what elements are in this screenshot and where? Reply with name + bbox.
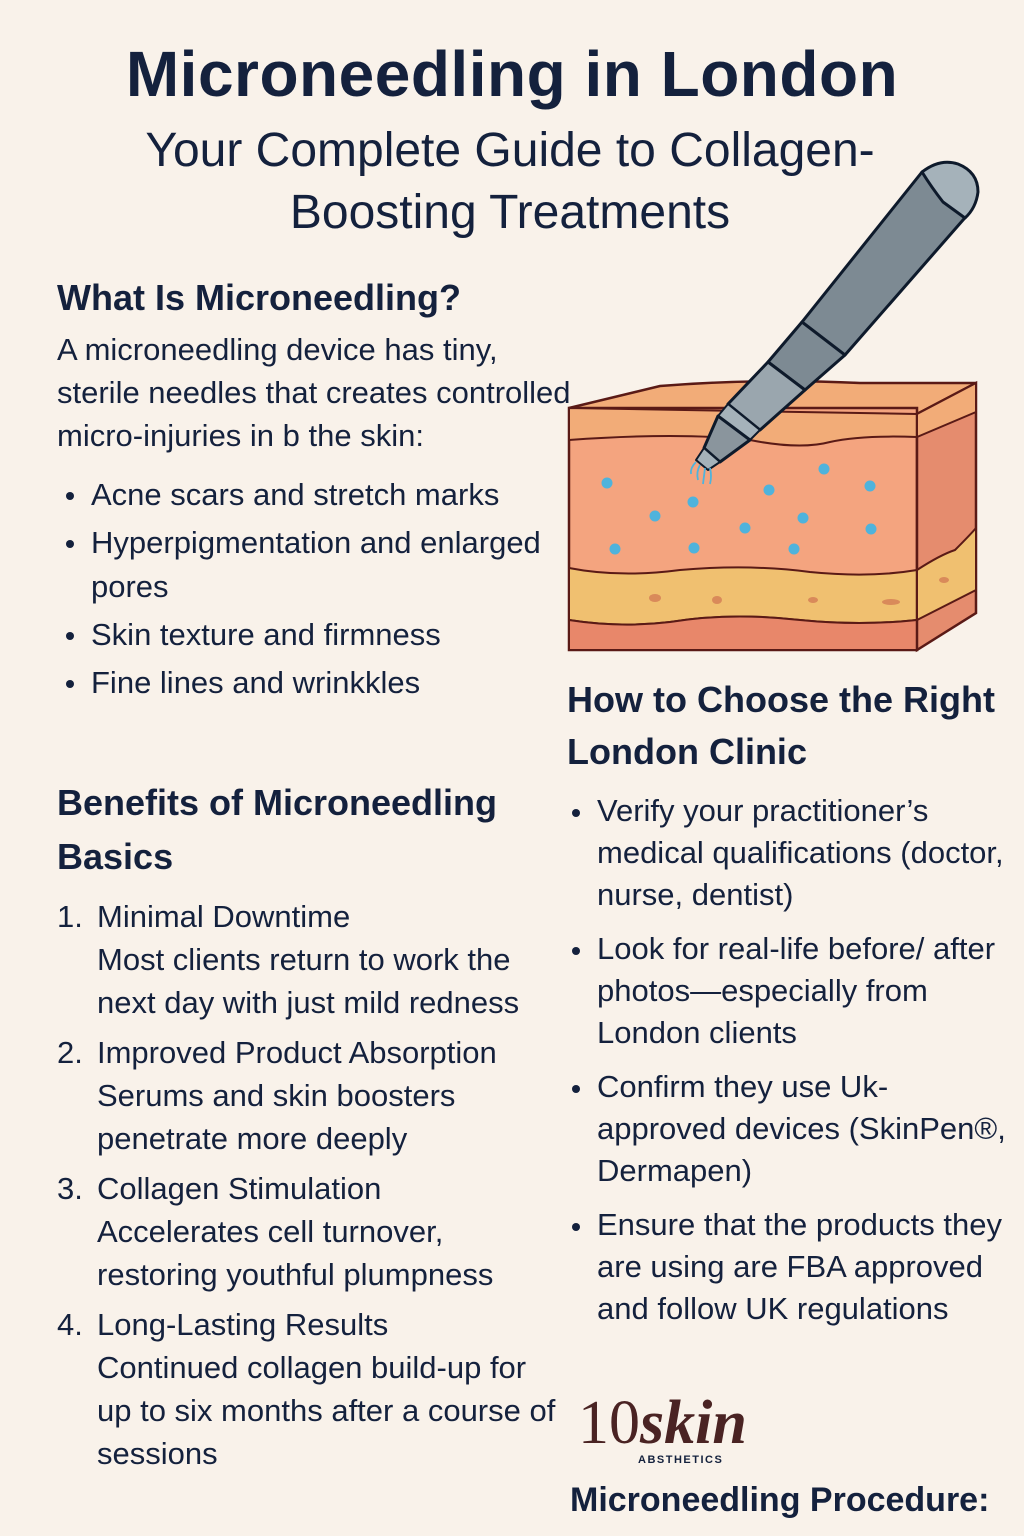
- benefits-heading: Benefits of Microneedling Basics: [57, 782, 498, 877]
- item-number: 3.: [57, 1171, 83, 1206]
- list-item: Acne scars and stretch marks: [57, 473, 577, 517]
- list-item: Look for real-life before/ after photos—…: [567, 928, 1007, 1054]
- list-item: Ensure that the products they are using …: [567, 1204, 1007, 1330]
- clinic-section: How to Choose the Right London Clinic Ve…: [567, 674, 1007, 1342]
- list-item: Hyperpigmentation and enlarged pores: [57, 521, 577, 609]
- list-item: Verify your practitioner’s medical quali…: [567, 790, 1007, 916]
- item-number: 1.: [57, 899, 83, 934]
- procedure-heading: Microneedling Procedure:: [570, 1481, 990, 1519]
- benefits-section: Benefits of Microneedling Basics 1. Minim…: [57, 776, 567, 1483]
- what-is-intro: A microneedling device has tiny, sterile…: [57, 332, 571, 453]
- page-subtitle: Your Complete Guide to Collagen-Boosting…: [145, 124, 875, 239]
- clinic-heading: How to Choose the Right London Clinic: [567, 679, 995, 772]
- benefit-title: Collagen Stimulation: [97, 1171, 382, 1206]
- benefit-desc: Serums and skin boosters penetrate more …: [97, 1078, 456, 1156]
- benefit-desc: Accelerates cell turnover, restoring you…: [97, 1214, 494, 1292]
- brand-logo: 10skin ABSTHETICS: [578, 1390, 798, 1466]
- list-item: Skin texture and firmness: [57, 613, 577, 657]
- what-is-section: What Is Microneedling? A microneedling d…: [57, 272, 577, 709]
- what-is-list: Acne scars and stretch marks Hyperpigmen…: [57, 473, 577, 705]
- benefit-item: 1. Minimal Downtime Most clients return t…: [57, 896, 567, 1024]
- item-number: 4.: [57, 1307, 83, 1342]
- benefit-desc: Continued collagen build-up for up to si…: [97, 1350, 556, 1471]
- list-item: Confirm they use Uk-approved devices (Sk…: [567, 1066, 1007, 1192]
- benefits-list: 1. Minimal Downtime Most clients return t…: [57, 896, 567, 1475]
- benefit-item: 4. Long-Lasting Results Continued collage…: [57, 1304, 567, 1475]
- logo-number: 10: [578, 1389, 640, 1457]
- logo-tagline: ABSTHETICS: [638, 1454, 724, 1466]
- clinic-list: Verify your practitioner’s medical quali…: [567, 790, 1007, 1330]
- benefit-title: Long-Lasting Results: [97, 1307, 389, 1342]
- logo-word: skin: [640, 1389, 747, 1457]
- list-item: Fine lines and wrinkkles: [57, 661, 577, 705]
- benefit-title: Improved Product Absorption: [97, 1035, 497, 1070]
- page-title: Microneedling in London: [125, 38, 899, 110]
- what-is-heading: What Is Microneedling?: [57, 277, 462, 318]
- benefit-desc: Most clients return to work the next day…: [97, 942, 520, 1020]
- logo-wordmark: 10skin: [578, 1390, 798, 1456]
- benefit-title: Minimal Downtime: [97, 899, 351, 934]
- microneedling-pen-skin-layers-icon: [560, 150, 1000, 670]
- benefit-item: 3. Collagen Stimulation Accelerates cell …: [57, 1168, 567, 1296]
- benefit-item: 2. Improved Product Absorption Serums and…: [57, 1032, 567, 1160]
- item-number: 2.: [57, 1035, 83, 1070]
